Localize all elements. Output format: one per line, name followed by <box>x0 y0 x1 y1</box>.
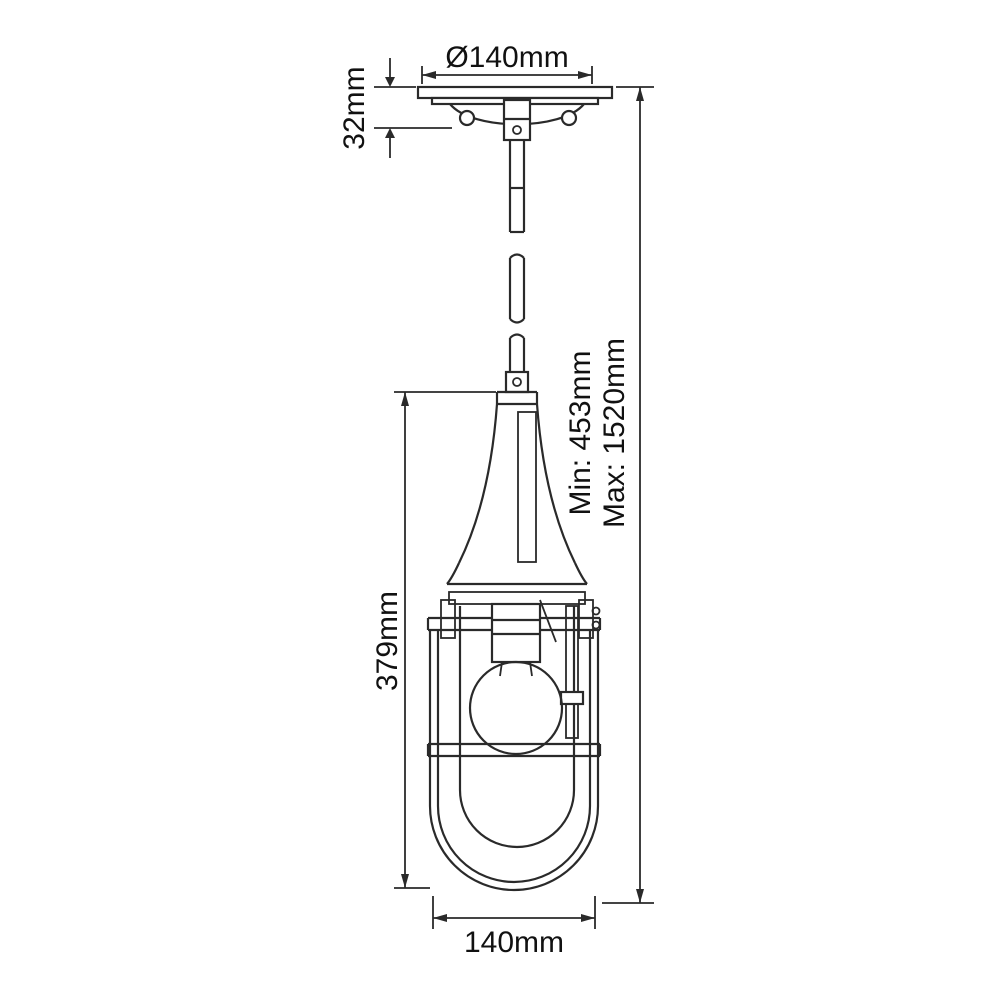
cage-bottom-inner <box>436 805 592 884</box>
bulb <box>468 660 564 756</box>
socket-wire <box>539 599 557 643</box>
canopy <box>416 85 614 142</box>
thumb-screw-top <box>591 606 601 616</box>
label-max-drop: Max: 1520mm <box>598 338 631 528</box>
stem-nut <box>559 690 585 706</box>
dimension-fixture-width: 140mm <box>432 896 596 959</box>
knurled-ring <box>448 591 586 605</box>
stem-coupler <box>504 370 530 394</box>
label-fixture-width: 140mm <box>464 926 564 959</box>
label-min-drop: Min: 453mm <box>564 350 597 515</box>
canopy-plate <box>416 85 614 100</box>
stem-set-screw <box>512 377 522 387</box>
label-fixture-height: 379mm <box>371 591 404 691</box>
dimension-fixture-height: 379mm <box>371 391 496 889</box>
dimension-overall-drop: Min: 453mm Max: 1520mm <box>564 86 654 904</box>
canopy-screw-left <box>458 109 476 127</box>
dimension-canopy-height: 32mm <box>338 58 452 158</box>
label-canopy-diameter: Ø140mm <box>445 41 568 74</box>
label-canopy-height: 32mm <box>338 66 371 149</box>
cage-bottom-outer <box>428 805 600 892</box>
canopy-set-screw <box>512 125 522 135</box>
cage-and-glass <box>426 599 602 892</box>
threaded-rod-inner <box>517 411 537 563</box>
bulb-glass <box>468 660 564 756</box>
threaded-stem-right <box>565 605 579 739</box>
canopy-screw-right <box>560 109 578 127</box>
glass-bottom <box>458 789 576 849</box>
dimension-canopy-diameter: Ø140mm <box>421 41 593 84</box>
stem-rod <box>504 140 530 394</box>
